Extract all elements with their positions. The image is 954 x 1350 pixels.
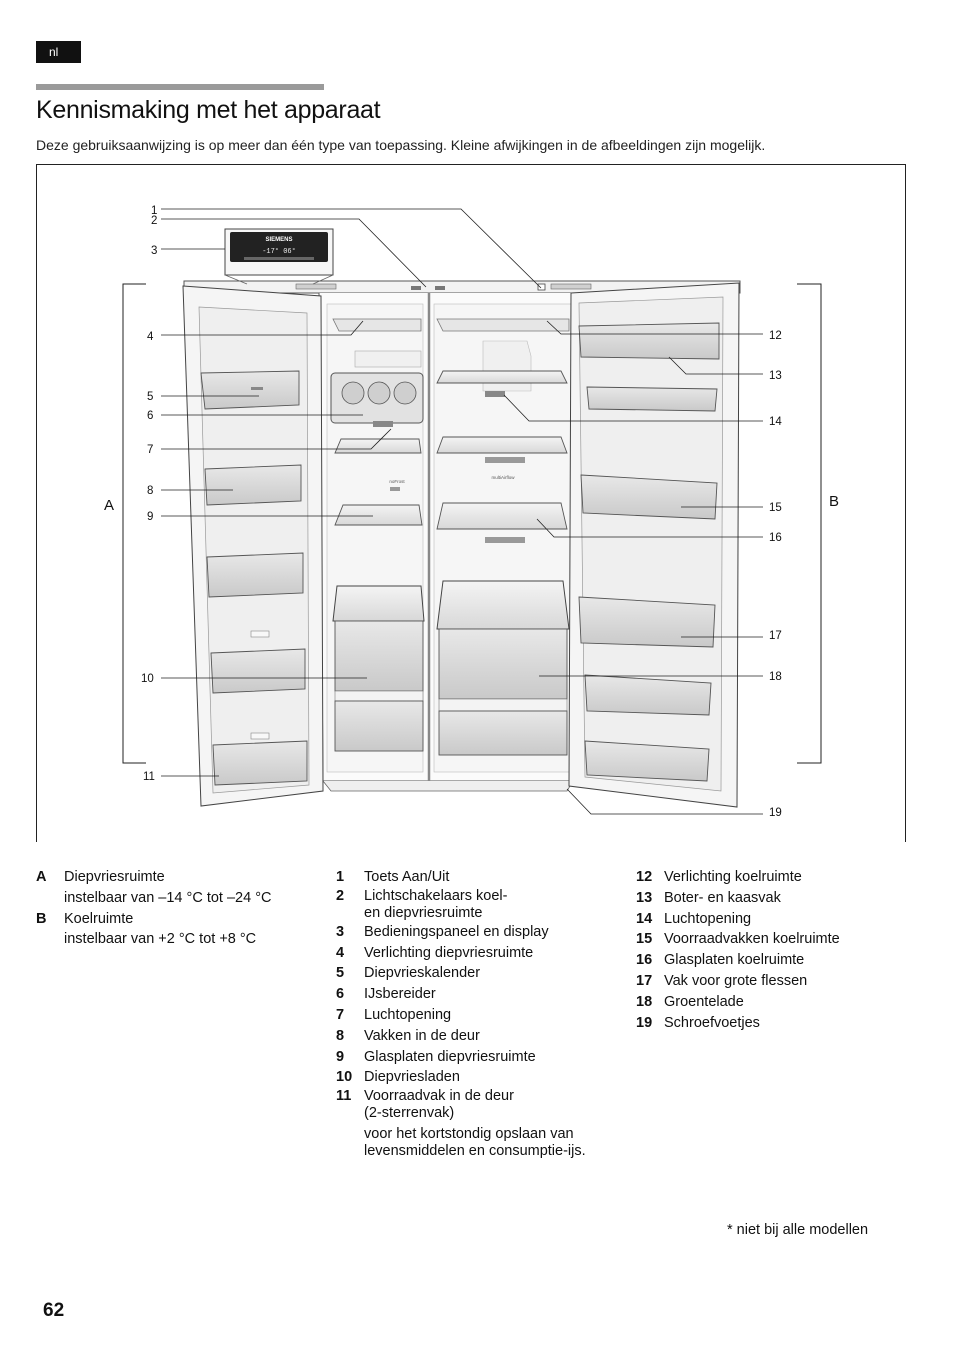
legend-name: Diepvriesruimte <box>64 869 165 885</box>
callout-12: 12 <box>769 330 782 342</box>
intro-text: Deze gebruiksaanwijzing is op meer dan é… <box>36 137 766 153</box>
callout-8: 8 <box>147 485 153 497</box>
callout-13: 13 <box>769 370 782 382</box>
brand-logo: SIEMENS <box>265 237 292 243</box>
callout-19: 19 <box>769 807 782 819</box>
callout-9: 9 <box>147 511 153 523</box>
callout-1: 1 <box>151 205 157 217</box>
callout-10: 10 <box>141 673 154 685</box>
legend-range: instelbaar van –14 °C tot –24 °C <box>64 889 272 906</box>
display-readout: -17° 06° <box>262 247 296 256</box>
callout-2: 2 <box>151 215 157 227</box>
legend-name: Koelruimte <box>64 910 134 927</box>
legend-key: A <box>36 869 47 885</box>
fridge-illustration: SIEMENS -17° 06° noFrost <box>104 205 839 819</box>
page-title: Kennismaking met het apparaat <box>36 96 381 124</box>
fridge-panel-label: multiAirflow <box>491 475 515 480</box>
section-legend: A Diepvriesruimte instelbaar van –14 °C … <box>36 867 326 950</box>
section-label-a: A <box>104 497 114 514</box>
title-rule <box>36 84 324 90</box>
bracket-b <box>797 283 822 764</box>
language-tag: nl <box>36 41 81 63</box>
legend-section-b: B Koelruimte instelbaar van +2 °C tot +8… <box>36 909 326 951</box>
legend-key: B <box>36 910 47 927</box>
callout-6: 6 <box>147 410 153 422</box>
footnote: * niet bij alle modellen <box>727 1222 869 1238</box>
callout-16: 16 <box>769 532 782 544</box>
callout-11: 11 <box>143 771 155 783</box>
callout-14: 14 <box>769 416 782 428</box>
callout-18: 18 <box>769 671 782 683</box>
legend-section-a: A Diepvriesruimte instelbaar van –14 °C … <box>36 867 326 909</box>
callout-7: 7 <box>147 444 153 456</box>
callout-labels: 1 2 3 4 5 6 7 8 9 10 11 12 13 14 15 16 1… <box>104 205 839 819</box>
section-label-b: B <box>829 493 839 510</box>
legend-range: instelbaar van +2 °C tot +8 °C <box>64 931 257 948</box>
freezer-panel-label: noFrost <box>389 479 405 484</box>
callout-4: 4 <box>147 331 154 343</box>
appliance-figure: SIEMENS -17° 06° noFrost <box>36 164 906 842</box>
leader-lines <box>161 208 763 815</box>
callout-5: 5 <box>147 391 153 403</box>
callout-17: 17 <box>769 630 782 642</box>
bracket-a <box>122 283 146 764</box>
callout-3: 3 <box>151 245 157 257</box>
callout-15: 15 <box>769 502 782 514</box>
control-panel: SIEMENS -17° 06° <box>224 228 334 285</box>
page-number: 62 <box>43 1300 65 1321</box>
